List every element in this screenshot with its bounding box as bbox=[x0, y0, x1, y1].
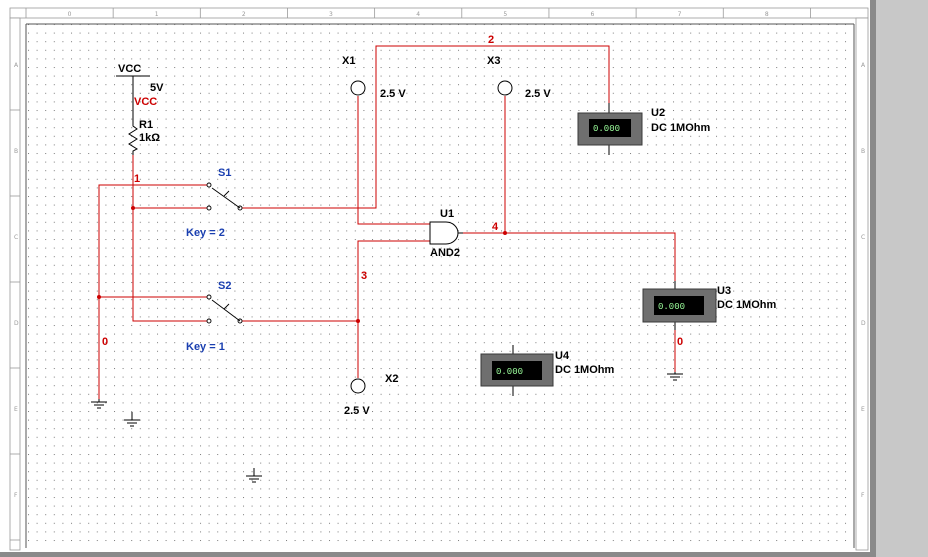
ruler-number: 3 bbox=[329, 11, 333, 18]
ruler-letter: E bbox=[14, 406, 18, 413]
vcc-symbol[interactable] bbox=[116, 75, 150, 120]
probe-x1-ref: X1 bbox=[342, 55, 355, 67]
ruler-letter: C bbox=[861, 234, 865, 241]
wire-net-4-a[interactable] bbox=[463, 232, 676, 289]
ruler-letter: F bbox=[861, 492, 865, 499]
switch-s2-key: Key = 1 bbox=[186, 341, 225, 353]
net-label-0-right: 0 bbox=[677, 336, 683, 348]
meter-u4-display bbox=[492, 361, 542, 380]
ruler-letter: D bbox=[14, 320, 19, 327]
wire-net-3-b[interactable] bbox=[357, 240, 430, 378]
meter-u4-reading: 0.000 bbox=[496, 367, 523, 377]
meter-u2-ref: U2 bbox=[651, 107, 665, 119]
ruler-number: 7 bbox=[678, 11, 682, 18]
switch-s1-ref: S1 bbox=[218, 167, 231, 179]
junctions bbox=[97, 206, 507, 323]
meter-u3-ref: U3 bbox=[717, 285, 731, 297]
ground-icon[interactable] bbox=[246, 468, 262, 483]
gate-ref: U1 bbox=[440, 208, 454, 220]
gate-type: AND2 bbox=[430, 247, 460, 259]
vcc-net-label: VCC bbox=[134, 96, 157, 108]
meter-u2-display bbox=[589, 119, 631, 137]
probe-x1-voltage: 2.5 V bbox=[380, 88, 406, 100]
meter-u3-reading: 0.000 bbox=[658, 302, 685, 312]
ruler-labels: 0 1 2 3 4 5 6 7 8A A B B C C D D E E F F bbox=[14, 11, 866, 499]
probe-x3-lamp[interactable] bbox=[497, 80, 513, 96]
wire-net-0-a[interactable] bbox=[98, 184, 209, 399]
net-label-0: 0 bbox=[102, 336, 108, 348]
ruler-letter: E bbox=[861, 406, 865, 413]
ruler-letter: F bbox=[14, 492, 18, 499]
ruler-number: 5 bbox=[503, 11, 507, 18]
grid-dots bbox=[26, 24, 854, 548]
ruler-number: 4 bbox=[416, 11, 420, 18]
wire-net-2[interactable] bbox=[240, 45, 610, 209]
top-ruler bbox=[9, 7, 869, 19]
junction-dot bbox=[356, 319, 360, 323]
net-label-4: 4 bbox=[492, 221, 499, 233]
probe-x3-ref: X3 bbox=[487, 55, 500, 67]
vcc-voltage: 5V bbox=[150, 82, 164, 94]
net-label-1: 1 bbox=[134, 173, 140, 185]
probe-x2-lamp[interactable] bbox=[350, 378, 366, 394]
ruler-letter: B bbox=[861, 148, 865, 155]
wire-x1[interactable] bbox=[357, 96, 430, 225]
switch-s2[interactable] bbox=[206, 294, 243, 324]
ruler-number: 6 bbox=[591, 11, 595, 18]
resistor-value: 1kΩ bbox=[139, 132, 160, 144]
sheet-bottom-edge bbox=[0, 552, 876, 557]
ruler-letter: D bbox=[861, 320, 866, 327]
ground-icon[interactable] bbox=[91, 399, 107, 409]
junction-dot bbox=[131, 206, 135, 210]
ruler-number: 1 bbox=[155, 11, 159, 18]
meter-u2-mode: DC 1MOhm bbox=[651, 122, 711, 134]
and-gate-u1[interactable] bbox=[429, 221, 459, 245]
probe-x1-lamp[interactable] bbox=[350, 80, 366, 96]
ruler-letter: B bbox=[14, 148, 18, 155]
ruler-ticks bbox=[10, 8, 811, 541]
junction-dot bbox=[97, 295, 101, 299]
ground-icon[interactable] bbox=[124, 412, 140, 427]
ground-icon[interactable] bbox=[667, 372, 683, 381]
right-ruler bbox=[855, 17, 869, 551]
ruler-letter: A bbox=[14, 62, 19, 69]
net-label-3: 3 bbox=[361, 270, 367, 282]
junction-dot bbox=[503, 231, 507, 235]
wire-net-1-a[interactable] bbox=[132, 155, 208, 322]
switch-s1-key: Key = 2 bbox=[186, 227, 225, 239]
resistor-ref: R1 bbox=[139, 119, 153, 131]
switch-s2-ref: S2 bbox=[218, 280, 231, 292]
wires bbox=[98, 45, 676, 399]
vcc-name: VCC bbox=[118, 63, 141, 75]
ground-symbols bbox=[91, 372, 683, 483]
ruler-number: 0 bbox=[68, 11, 72, 18]
scroll-area bbox=[876, 0, 928, 557]
ruler-number: 2 bbox=[242, 11, 246, 18]
probe-x2-voltage: 2.5 V bbox=[344, 405, 370, 417]
switch-s1[interactable] bbox=[206, 182, 243, 211]
left-ruler bbox=[9, 17, 21, 551]
meter-u3-mode: DC 1MOhm bbox=[717, 299, 777, 311]
meter-u2-reading: 0.000 bbox=[593, 124, 620, 134]
ruler-number: 8 bbox=[765, 11, 769, 18]
resistor-r1[interactable] bbox=[128, 120, 139, 155]
ruler-letter: A bbox=[861, 62, 866, 69]
net-label-2: 2 bbox=[488, 34, 494, 46]
meter-u4-mode: DC 1MOhm bbox=[555, 364, 615, 376]
probe-x3-voltage: 2.5 V bbox=[525, 88, 551, 100]
meter-u4-ref: U4 bbox=[555, 350, 570, 362]
ruler-letter: C bbox=[14, 234, 18, 241]
meter-u3-display bbox=[654, 296, 704, 315]
sheet-right-edge bbox=[870, 0, 876, 557]
probe-x2-ref: X2 bbox=[385, 373, 398, 385]
